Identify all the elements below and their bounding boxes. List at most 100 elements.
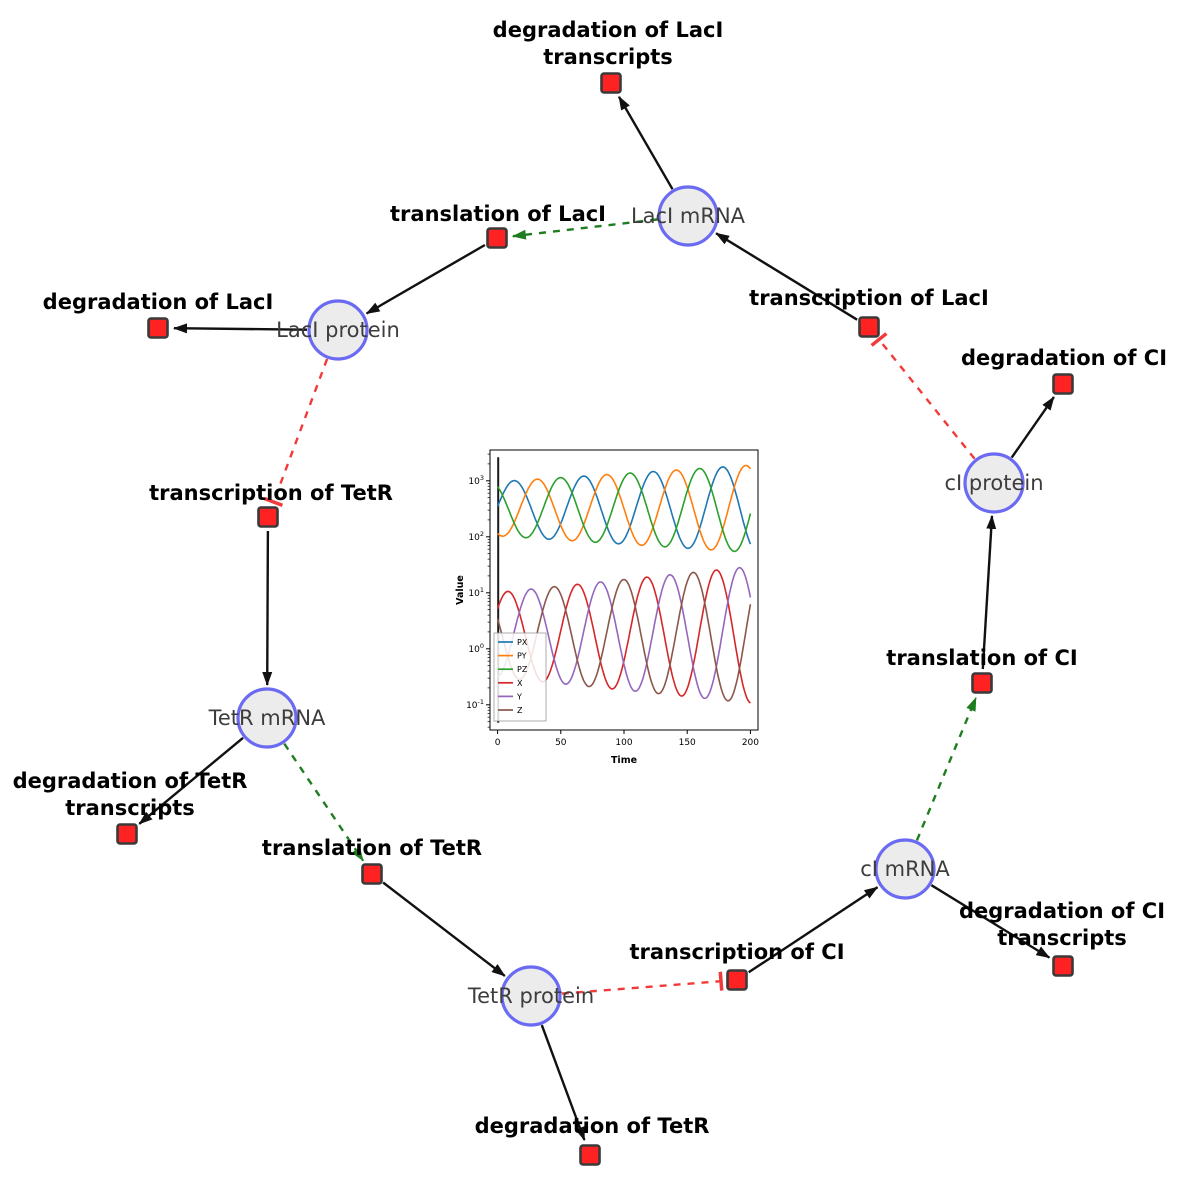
y-minor-ticks — [487, 453, 490, 728]
reaction-label-degradation-of-tetr: degradation of TetR — [475, 1114, 710, 1138]
reaction-label-line: translation of LacI — [390, 202, 606, 226]
reaction-label-line: translation of CI — [886, 646, 1077, 670]
species-label-ci-mrna: cI mRNA — [860, 857, 950, 881]
reaction-label-line: transcription of CI — [629, 940, 844, 964]
x-ticks: 0 50 100 150 200 — [495, 730, 759, 748]
species-label-tetr-mrna: TetR mRNA — [208, 706, 326, 730]
reaction-label-degradation-of-ci: degradation of CI — [961, 346, 1167, 370]
reaction-node-degradation-of-tetr-transcripts — [116, 823, 138, 845]
reaction-node-degradation-of-tetr — [579, 1144, 601, 1166]
edge-ci-mrna-to-translation-of-ci-activation — [915, 696, 978, 841]
species-nodes-layer — [236, 185, 1025, 1027]
reaction-label-line: degradation of CI — [961, 346, 1167, 370]
edge-tetr-mrna-to-translation-of-tetr-activation — [283, 743, 365, 862]
reaction-node-translation-of-tetr — [361, 863, 383, 885]
edge-ci-protein-to-degradation-of-ci-consumption — [1010, 396, 1055, 459]
y-tick-label: 101 — [468, 586, 484, 599]
x-tick-label: 200 — [742, 738, 759, 748]
reaction-label-line: degradation of CI — [959, 899, 1165, 923]
legend-label-Z: Z — [517, 706, 523, 715]
legend-label-Y: Y — [516, 692, 522, 701]
x-tick-label: 50 — [555, 738, 567, 748]
edge-tetr-protein-to-transcription-of-ci-inhibition — [561, 971, 724, 995]
plot-legend: PX PY PZ XYZ — [493, 632, 547, 722]
edges-layer — [138, 95, 1055, 1141]
species-label-laci-protein: LacI protein — [276, 318, 400, 342]
x-tick-label: 100 — [615, 738, 632, 748]
reaction-label-degradation-of-tetr-transcripts: degradation of TetR transcripts — [13, 769, 248, 820]
x-axis-label: Time — [611, 755, 637, 766]
species-node-laci-mrna — [657, 185, 719, 247]
y-ticks: 10-1 100 101 102 103 — [466, 474, 490, 711]
reaction-label-line: transcripts — [65, 796, 195, 820]
legend-label-X: X — [517, 679, 523, 688]
series-curve-Y — [497, 566, 752, 700]
edge-translation-of-laci-to-laci-protein-production — [365, 243, 486, 315]
legend-label-PX: PX — [517, 638, 528, 647]
species-node-tetr-protein — [500, 965, 562, 1027]
y-tick-label: 10-1 — [466, 698, 484, 711]
reaction-node-transcription-of-ci — [726, 969, 748, 991]
reaction-label-translation-of-ci: translation of CI — [886, 646, 1077, 670]
reaction-node-translation-of-laci — [486, 227, 508, 249]
species-node-ci-mrna — [874, 838, 936, 900]
legend-label-PY: PY — [517, 652, 527, 661]
species-node-laci-protein — [307, 299, 369, 361]
series-curve-PZ — [496, 467, 752, 553]
edge-laci-protein-to-degradation-of-laci-consumption — [173, 323, 308, 334]
edge-laci-mrna-to-degradation-of-laci-transcripts-consumption — [617, 95, 674, 190]
reaction-label-line: transcripts — [997, 926, 1127, 950]
reaction-label-line: degradation of LacI — [43, 290, 274, 314]
species-node-ci-protein — [963, 452, 1025, 514]
reaction-label-transcription-of-tetr: transcription of TetR — [149, 481, 393, 505]
species-label-laci-mrna: LacI mRNA — [631, 204, 746, 228]
labels-layer: degradation of LacI transcripts translatio… — [13, 18, 1167, 1138]
edge-tetr-protein-to-degradation-of-tetr-consumption — [540, 1024, 586, 1141]
y-tick-label: 102 — [468, 530, 484, 543]
reaction-label-degradation-of-laci: degradation of LacI — [43, 290, 274, 314]
edge-ci-mrna-to-degradation-of-ci-transcripts-consumption — [930, 884, 1051, 959]
series-curve-PY — [497, 464, 752, 551]
legend-label-PZ: PZ — [517, 665, 528, 674]
reaction-label-degradation-of-ci-transcripts: degradation of CI transcripts — [959, 899, 1165, 950]
edge-laci-protein-to-transcription-of-tetr-inhibition — [264, 358, 329, 507]
reaction-label-transcription-of-laci: transcription of LacI — [749, 286, 989, 310]
y-axis-label: Value — [455, 575, 466, 605]
reaction-label-line: degradation of LacI — [493, 18, 724, 42]
reaction-label-line: degradation of TetR — [475, 1114, 710, 1138]
edge-tetr-mrna-to-degradation-of-tetr-transcripts-consumption — [138, 736, 244, 825]
edge-transcription-of-ci-to-ci-mrna-production — [748, 886, 879, 974]
reaction-label-line: translation of TetR — [262, 836, 482, 860]
edge-laci-mrna-to-translation-of-laci-activation — [511, 218, 658, 240]
reaction-label-line: degradation of TetR — [13, 769, 248, 793]
edge-transcription-of-laci-to-laci-mrna-production — [715, 232, 858, 321]
y-tick-label: 103 — [468, 474, 484, 487]
reaction-node-degradation-of-ci — [1052, 373, 1074, 395]
edge-transcription-of-tetr-to-tetr-mrna-production — [262, 530, 273, 686]
edge-translation-of-ci-to-ci-protein-production — [981, 514, 997, 670]
reaction-node-degradation-of-laci — [147, 317, 169, 339]
x-tick-label: 150 — [679, 738, 696, 748]
reaction-label-translation-of-laci: translation of LacI — [390, 202, 606, 226]
edge-translation-of-tetr-to-tetr-protein-production — [382, 881, 506, 977]
reaction-nodes-layer — [116, 72, 1074, 1166]
reaction-label-line: transcripts — [543, 45, 673, 69]
reaction-node-degradation-of-laci-transcripts — [600, 72, 622, 94]
species-node-tetr-mrna — [236, 687, 298, 749]
reaction-label-degradation-of-laci-transcripts: degradation of LacI transcripts — [493, 18, 724, 69]
reaction-node-translation-of-ci — [971, 672, 993, 694]
reaction-label-translation-of-tetr: translation of TetR — [262, 836, 482, 860]
reaction-node-degradation-of-ci-transcripts — [1052, 955, 1074, 977]
x-tick-label: 0 — [495, 738, 501, 748]
edge-ci-protein-to-transcription-of-laci-inhibition — [870, 332, 976, 460]
y-tick-label: 100 — [468, 642, 484, 655]
species-label-tetr-protein: TetR protein — [467, 984, 594, 1008]
species-label-ci-protein: cI protein — [944, 471, 1043, 495]
series-curve-Z — [496, 571, 752, 702]
reaction-node-transcription-of-tetr — [257, 506, 279, 528]
reaction-node-transcription-of-laci — [858, 316, 880, 338]
reaction-label-line: transcription of LacI — [749, 286, 989, 310]
